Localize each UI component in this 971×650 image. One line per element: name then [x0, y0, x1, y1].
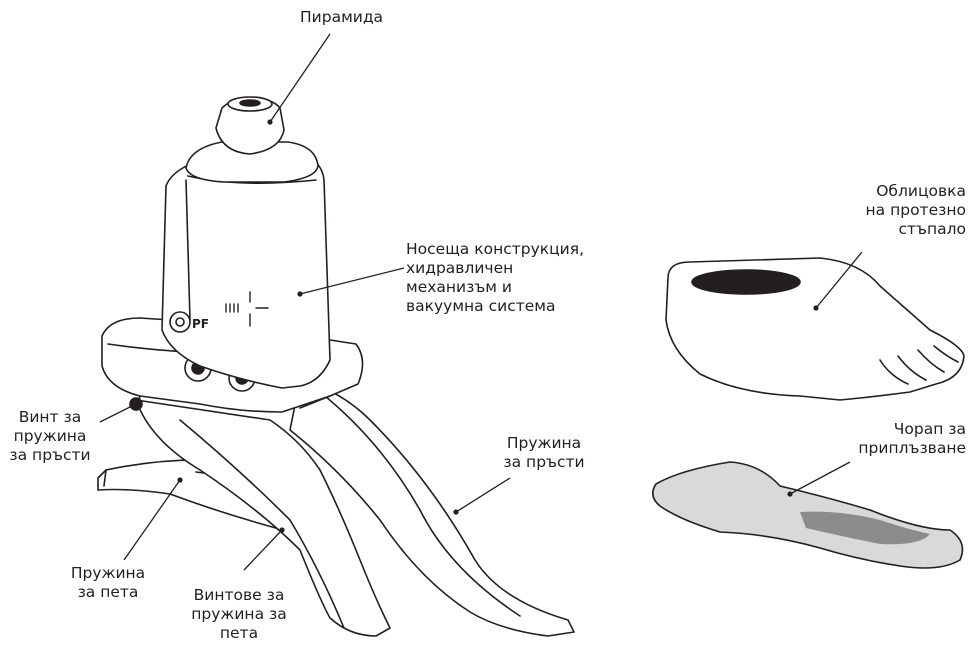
label-toe-screw-line-2: пружина: [0, 427, 100, 446]
dot-pyramid: [267, 119, 272, 124]
leader-toe-screw: [100, 404, 136, 422]
dot-heel-screws: [279, 527, 284, 532]
label-cover-line-1: Облицовка: [820, 182, 966, 201]
pyramid-cap: [240, 100, 260, 106]
label-support-line-2: хидравличен: [406, 259, 584, 278]
leader-sock: [790, 462, 850, 494]
dot-heel-spring: [177, 477, 182, 482]
label-support-structure: Носеща конструкция, хидравличен механизъ…: [406, 240, 584, 316]
foot-cover-opening: [692, 270, 800, 294]
label-sock-line-2: приплъзване: [820, 439, 966, 458]
support-body: [162, 154, 330, 388]
pf-marking: PF: [192, 317, 209, 331]
label-sock-line-1: Чорап за: [820, 420, 966, 439]
label-support-line-4: вакуумна система: [406, 297, 584, 316]
dot-support: [297, 291, 302, 296]
label-toe-screw-line-1: Винт за: [0, 408, 100, 427]
label-toe-screw-line-3: за пръсти: [0, 446, 100, 465]
label-heel-screws-line-3: пета: [178, 624, 300, 643]
label-support-line-3: механизъм и: [406, 278, 584, 297]
label-cover-line-2: на протезно: [820, 201, 966, 220]
dot-cover: [813, 305, 818, 310]
label-heel-spring-line-1: Пружина: [58, 564, 158, 583]
label-toe-spring-screw: Винт за пружина за пръсти: [0, 408, 100, 465]
dot-sock: [787, 491, 792, 496]
leader-heel-screws: [244, 530, 282, 570]
label-toe-spring-line-2: за пръсти: [488, 453, 600, 472]
dot-toe-spring: [453, 509, 458, 514]
label-support-line-1: Носеща конструкция,: [406, 240, 584, 259]
leader-toe-spring: [456, 478, 510, 512]
label-heel-screws-line-2: пружина за: [178, 605, 300, 624]
label-foot-cover: Облицовка на протезно стъпало: [820, 182, 966, 239]
label-heel-spring-line-2: за пета: [58, 583, 158, 602]
valve-knob-inner: [176, 318, 184, 326]
label-cover-line-3: стъпало: [820, 220, 966, 239]
label-pyramid: Пирамида: [300, 8, 383, 27]
label-heel-screws-line-1: Винтове за: [178, 586, 300, 605]
label-toe-spring: Пружина за пръсти: [488, 434, 600, 472]
label-pyramid-line: Пирамида: [300, 8, 383, 27]
leader-pyramid: [270, 34, 330, 122]
label-heel-spring: Пружина за пета: [58, 564, 158, 602]
label-slip-sock: Чорап за приплъзване: [820, 420, 966, 458]
label-toe-spring-line-1: Пружина: [488, 434, 600, 453]
label-heel-spring-screws: Винтове за пружина за пета: [178, 586, 300, 643]
